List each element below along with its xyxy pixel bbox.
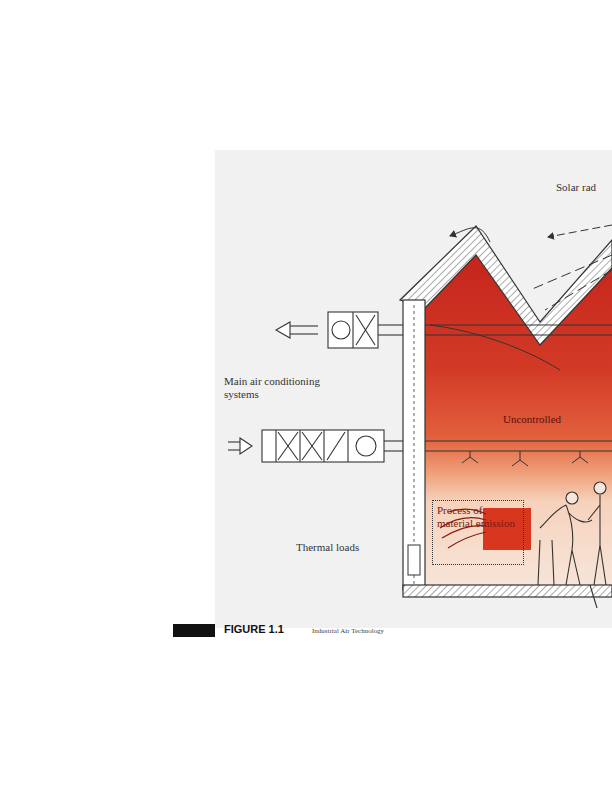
process-region: Process of material emission xyxy=(432,500,524,565)
roof xyxy=(400,226,612,345)
wall xyxy=(403,300,425,590)
workers xyxy=(538,482,606,608)
running-title: Industrial Air Technology xyxy=(312,627,384,635)
figure-label: Main air conditioning systems xyxy=(224,375,344,400)
figure-label: Solar rad xyxy=(556,181,596,194)
caption-bar xyxy=(173,624,215,637)
region-label: Process of material emission xyxy=(433,501,523,532)
figure-label: Uncontrolled xyxy=(503,413,561,426)
figure-caption: FIGURE 1.1 xyxy=(224,623,284,636)
figure-label: Thermal loads xyxy=(296,541,359,554)
scan-ground xyxy=(215,150,612,628)
floor xyxy=(403,585,612,597)
